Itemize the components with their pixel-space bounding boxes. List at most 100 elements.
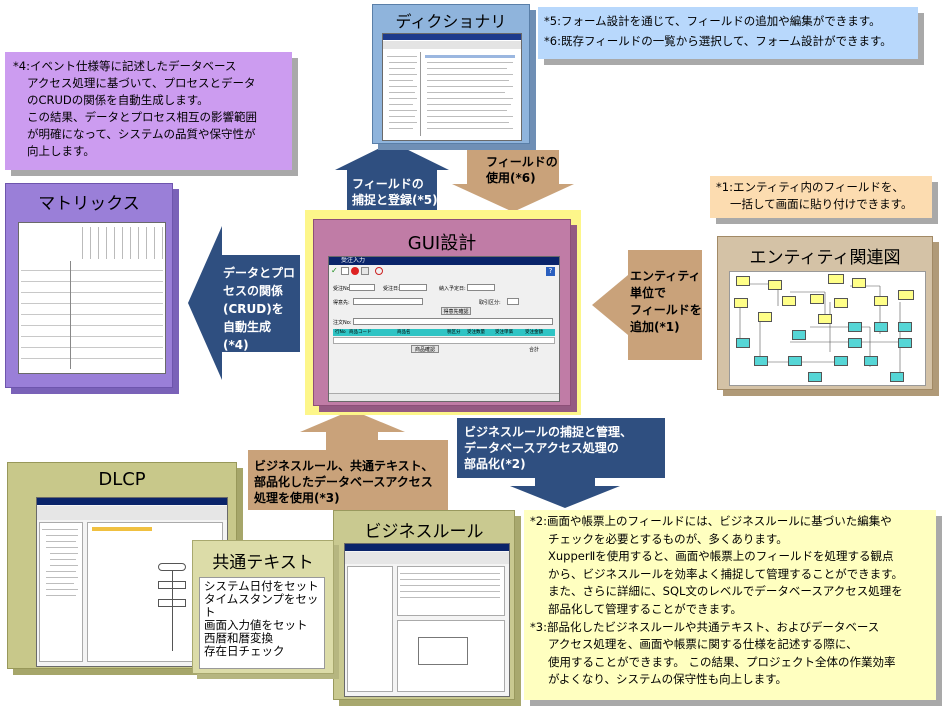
entity-box[interactable] <box>810 294 824 304</box>
entity-box[interactable] <box>852 278 866 288</box>
entity-box[interactable] <box>788 356 802 366</box>
entity-diagram-screenshot <box>729 271 926 386</box>
col-unit-price: 受注単価 <box>495 330 513 335</box>
entity-box[interactable] <box>808 372 822 382</box>
detail-table-header <box>333 329 555 336</box>
business-rule-panel: ビジネスルール <box>333 510 515 700</box>
dictionary-panel: ディクショナリ <box>372 4 530 144</box>
order-date-field[interactable] <box>399 284 427 291</box>
arrow-label-line: エンティティ <box>630 269 701 283</box>
customer-field[interactable] <box>353 298 423 305</box>
rule-detail-pane <box>397 620 505 692</box>
note-br-line: 部品化して管理することができます。 <box>548 601 743 616</box>
entity-box[interactable] <box>754 356 768 366</box>
entity-box[interactable] <box>890 372 904 382</box>
tree-pane <box>39 522 83 662</box>
common-text-item[interactable]: 画面入力値をセット <box>204 618 308 632</box>
note-no-field[interactable] <box>353 318 553 325</box>
window-titlebar <box>383 34 521 40</box>
entity-box[interactable] <box>818 314 832 324</box>
note-crud: *4:イベント仕様等に記述したデータベース アクセス処理に基づいて、プロセスとデ… <box>5 52 292 170</box>
entity-box[interactable] <box>834 298 848 308</box>
flow-header <box>92 527 152 531</box>
note-entity: *1:エンティティ内のフィールドを、 一括して画面に貼り付けできます。 <box>710 176 932 218</box>
flow-node[interactable] <box>158 563 186 571</box>
common-text-title: 共通テキスト <box>212 553 314 573</box>
delivery-date-label: 納入予定日: <box>439 286 466 292</box>
product-confirm-button[interactable]: 商品確認 <box>411 345 439 353</box>
note-dictionary-line: *6:既存フィールドの一覧から選択して、フォーム設計ができます。 <box>544 34 892 48</box>
note-entity-line: *1:エンティティ内のフィールドを、 <box>716 180 904 194</box>
note-br-line: 使用することができます。 この結果、プロジェクト全体の作業効率 <box>548 654 896 669</box>
arrow-capture-register <box>335 142 449 212</box>
entity-box[interactable] <box>736 338 750 348</box>
entity-box[interactable] <box>874 296 888 306</box>
matrix-row-labels <box>21 261 71 369</box>
common-text-list: システム日付をセット タイムスタンプをセット 画面入力値をセット 西暦和暦変換 … <box>199 577 325 669</box>
entity-box[interactable] <box>848 338 862 348</box>
common-text-item[interactable]: タイムスタンプをセット <box>204 592 319 619</box>
matrix-grid <box>21 261 163 369</box>
window-toolbar <box>383 41 521 49</box>
entity-box[interactable] <box>864 356 878 366</box>
entity-box[interactable] <box>736 276 750 286</box>
entity-box[interactable] <box>898 322 912 332</box>
entity-box[interactable] <box>768 280 782 290</box>
matrix-panel: マトリックス <box>5 183 173 388</box>
arrow-label-line: 部品化したデータベースアクセス <box>254 475 433 489</box>
dictionary-screenshot <box>382 33 522 141</box>
delivery-date-field[interactable] <box>467 284 495 291</box>
entity-box[interactable] <box>848 322 862 332</box>
note-br-line: チェックを必要とするものが、多くあります。 <box>548 531 788 546</box>
entity-box[interactable] <box>828 274 844 284</box>
note-crud-line: のCRUDの関係を自動生成します。 <box>27 93 209 107</box>
entity-box[interactable] <box>758 312 772 322</box>
customer-confirm-button[interactable]: 得意先確認 <box>441 307 471 315</box>
entity-box[interactable] <box>898 338 912 348</box>
gui-title: GUI設計 <box>407 233 477 254</box>
col-amount: 受注金額 <box>525 330 543 335</box>
add-icon[interactable] <box>341 267 349 275</box>
arrow-entity-add <box>592 250 702 360</box>
gui-panel: GUI設計 受注入力 ✓ ? 受注No: 受注日: 納入予定日: 得意先: 取引… <box>313 219 571 406</box>
window-titlebar <box>345 544 509 551</box>
entity-box[interactable] <box>834 356 848 366</box>
common-text-item[interactable]: 存在日チェック <box>204 644 285 658</box>
entity-box[interactable] <box>792 330 806 340</box>
arrow-label-line: 使用(*6) <box>486 171 536 185</box>
detail-table-row[interactable] <box>333 337 555 344</box>
entity-box[interactable] <box>898 290 914 300</box>
trade-type-field[interactable] <box>507 298 519 305</box>
arrow-crud-generate <box>188 226 300 380</box>
delete-icon[interactable] <box>351 267 359 275</box>
entity-box[interactable] <box>874 322 888 332</box>
window-toolbar <box>345 552 509 564</box>
arrow-label-line: フィールドの <box>352 177 424 191</box>
arrow-label-line: データベースアクセス処理の <box>464 441 619 455</box>
business-rule-title: ビジネスルール <box>364 522 484 542</box>
flow-connector <box>172 571 173 651</box>
help-icon[interactable]: ? <box>546 267 555 276</box>
check-icon[interactable]: ✓ <box>331 266 338 275</box>
common-text-item[interactable]: システム日付をセット <box>204 579 319 593</box>
window-toolbar <box>37 506 227 520</box>
grid-pane <box>425 52 517 136</box>
arrow-use-parts <box>248 410 448 510</box>
arrow-label-line: 単位で <box>630 286 667 300</box>
entity-box[interactable] <box>782 296 796 306</box>
common-text-panel: 共通テキスト システム日付をセット タイムスタンプをセット 画面入力値をセット … <box>192 540 334 674</box>
entity-box[interactable] <box>734 298 748 308</box>
order-no-field[interactable] <box>349 284 375 291</box>
clear-icon[interactable] <box>361 267 369 275</box>
col-product-code: 商品コード <box>349 330 372 335</box>
col-tax: 税区分 <box>447 330 461 335</box>
customer-label: 得意先: <box>333 300 350 306</box>
arrow-use-parts-label: ビジネスルール、共通テキスト、 部品化したデータベースアクセス 処理を使用(*3… <box>254 458 433 506</box>
note-crud-line: が明確になって、システムの品質や保守性が <box>27 127 256 141</box>
common-text-item[interactable]: 西暦和暦変換 <box>204 631 273 645</box>
arrow-crud-generate-label: データとプロ セスの関係 (CRUD)を 自動生成 (*4) <box>223 264 295 354</box>
note-business-rule: *2:画面や帳票上のフィールドには、ビジネスルールに基づいた編集や チェックを必… <box>524 510 936 700</box>
entity-panel: エンティティ関連図 <box>717 236 933 390</box>
note-br-line: また、さらに詳細に、SQL文のレベルでデータベースアクセス処理を <box>548 584 903 599</box>
stop-icon[interactable] <box>375 267 383 275</box>
